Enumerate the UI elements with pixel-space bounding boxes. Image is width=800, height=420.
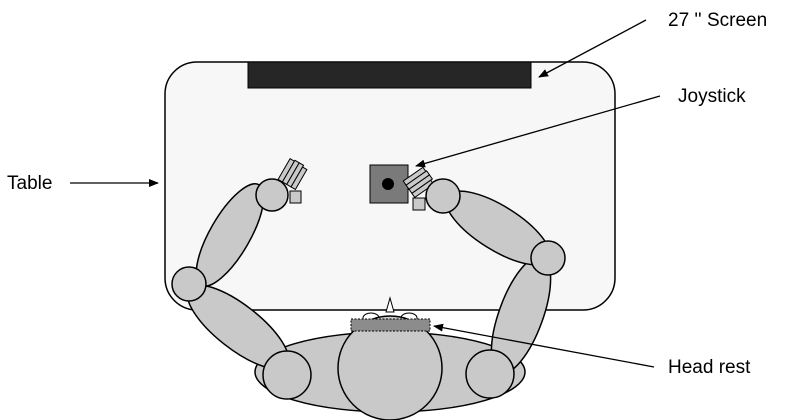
screen-label: 27 '' Screen	[668, 10, 768, 31]
right-elbow	[530, 240, 566, 276]
head-rest-label: Head rest	[668, 357, 751, 378]
left-arm	[171, 157, 312, 400]
joystick-stick	[382, 178, 394, 190]
left-hand	[277, 157, 308, 191]
joystick-arrow	[415, 95, 661, 168]
table-label: Table	[7, 173, 53, 194]
left-shoulder	[262, 350, 312, 400]
joystick-label: Joystick	[678, 86, 746, 107]
right-wrist	[425, 178, 461, 214]
right-shoulder	[465, 349, 515, 399]
head-circle	[337, 315, 443, 420]
left-elbow	[171, 266, 207, 302]
head-rest	[350, 318, 431, 332]
left-thumb	[289, 190, 302, 204]
joystick	[369, 164, 409, 204]
screen	[247, 61, 532, 89]
nose	[385, 296, 395, 313]
head-rest-arrow	[433, 323, 655, 368]
head	[337, 296, 443, 420]
right-hand	[402, 166, 435, 199]
right-thumb	[412, 197, 426, 211]
left-wrist	[255, 178, 289, 212]
screen-arrow	[538, 19, 647, 78]
right-arm	[402, 166, 566, 399]
